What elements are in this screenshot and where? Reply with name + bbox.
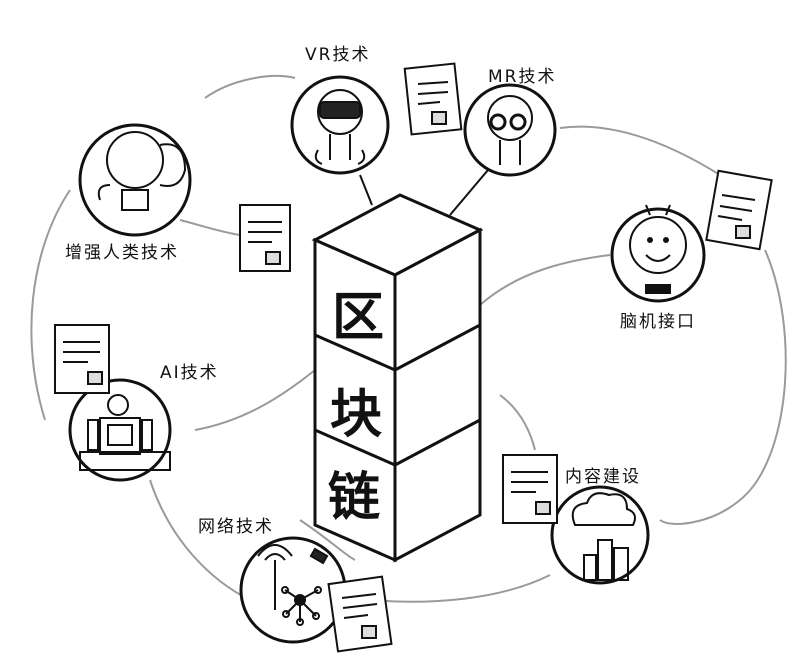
orbit-segment (179, 219, 241, 236)
mr-circle (463, 83, 557, 177)
connector-line (449, 169, 489, 216)
tower-connectors (359, 169, 489, 216)
mr-figure-icon (487, 95, 533, 165)
content-label: 内容建设 (565, 467, 641, 487)
orbit-segment (299, 519, 356, 561)
document-lock-icon (403, 62, 463, 136)
document-lock-icon (705, 169, 773, 251)
ai-circle (68, 378, 172, 482)
orbit-segment (30, 189, 71, 421)
bci-label: 脑机接口 (620, 312, 696, 332)
orbit-segment (479, 254, 611, 306)
network-antenna-icon (257, 544, 329, 626)
document-lock-icons (54, 62, 773, 653)
human-circle (78, 123, 192, 237)
document-lock-icon (502, 454, 558, 524)
orbit-segment (369, 574, 551, 603)
network-label: 网络技术 (198, 517, 274, 537)
bci-circle (610, 207, 706, 303)
orbit-segment (499, 394, 536, 451)
vr-label: VR技术 (305, 45, 371, 65)
human-figure-icon (97, 131, 187, 211)
robot-icon (79, 394, 171, 471)
tower-divider (394, 323, 481, 372)
tower-char-2: 块 (330, 384, 383, 445)
orbit-segment (194, 369, 316, 431)
tower-right-face (393, 227, 482, 563)
cloud-building-icon (571, 492, 636, 581)
orbit-segment (149, 479, 251, 601)
tower-divider (394, 418, 481, 467)
content-circle (550, 485, 650, 585)
vr-circle (290, 75, 390, 175)
orbit-segment (559, 125, 721, 176)
orbit-segment (659, 249, 787, 525)
orbit-segment (204, 75, 296, 99)
document-lock-icon (54, 324, 110, 394)
blockchain-tower (311, 193, 484, 563)
tower-char-3: 链 (328, 467, 381, 528)
orbit-lines (30, 75, 787, 603)
mr-label: MR技术 (488, 67, 557, 87)
bci-figure-icon (629, 204, 687, 294)
tower-divider (314, 333, 396, 372)
connector-line (359, 174, 373, 206)
human-label: 增强人类技术 (65, 243, 179, 263)
tower-char-1: 区 (332, 287, 385, 348)
document-lock-icon (327, 575, 393, 653)
tower-divider (314, 428, 396, 467)
document-lock-icon (239, 204, 291, 272)
node-circles (68, 75, 706, 644)
vr-figure-icon (314, 89, 366, 165)
ai-label: AI技术 (160, 363, 219, 383)
